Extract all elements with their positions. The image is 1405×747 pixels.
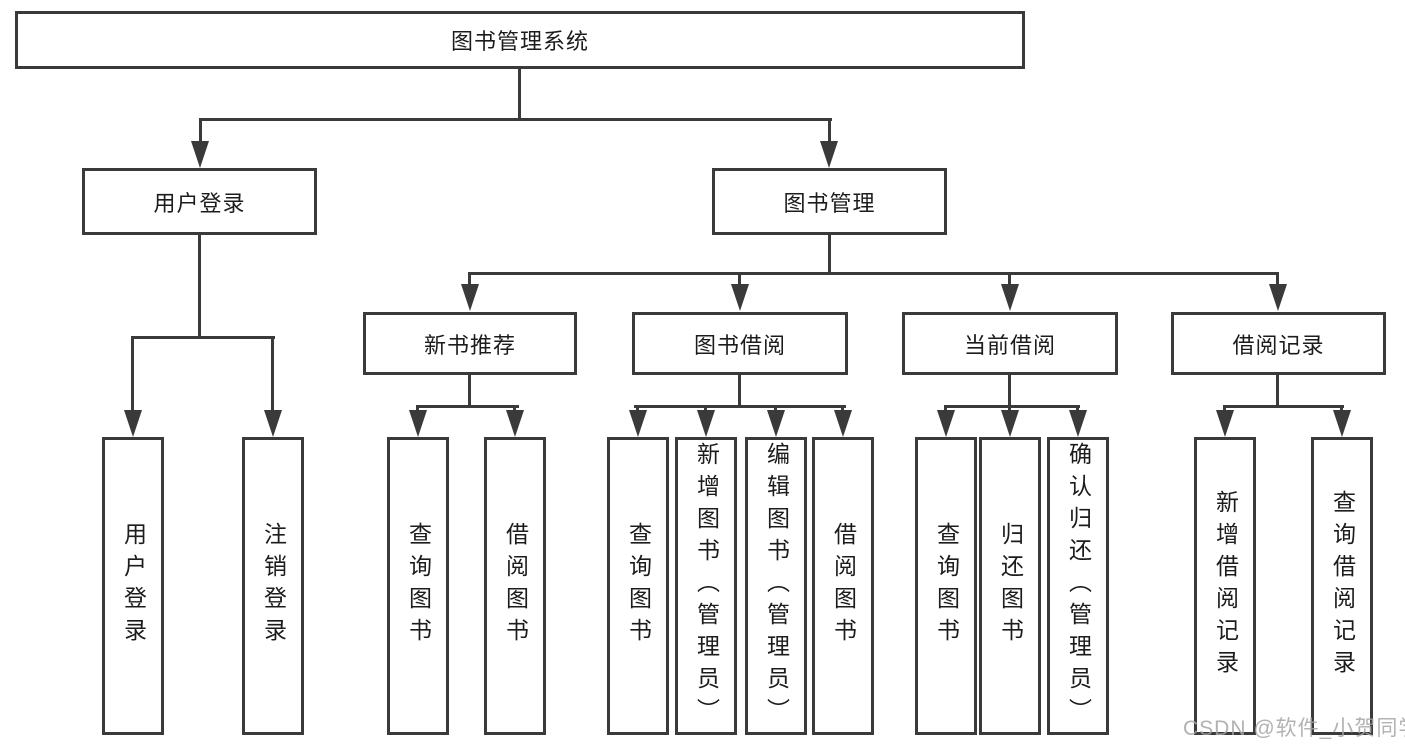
leaf-label: 新增图书（管理员） [693, 442, 720, 730]
connector-line [774, 405, 777, 413]
node-library-management-system: 图书管理系统 [15, 11, 1025, 69]
leaf-query-borrow-record: 查询借阅记录 [1311, 437, 1373, 735]
leaf-logout: 注销登录 [242, 437, 304, 735]
leaf-return-books: 归还图书 [979, 437, 1041, 735]
leaf-label: 查询图书 [405, 522, 432, 650]
connector-arrowhead [124, 410, 142, 437]
connector-line [468, 375, 471, 405]
connector-arrowhead [191, 141, 209, 168]
connector-arrowhead [767, 410, 785, 437]
node-label: 图书管理系统 [450, 29, 589, 54]
node-user-login: 用户登录 [82, 168, 317, 235]
watermark: CSDN @软件_小贺同学 [1183, 717, 1405, 740]
connector-line [828, 235, 831, 272]
connector-arrowhead [1001, 284, 1019, 311]
connector-arrowhead [731, 284, 749, 311]
leaf-confirm-return-admin: 确认归还（管理员） [1047, 437, 1109, 735]
leaf-label: 查询图书 [625, 522, 652, 650]
connector-line [738, 375, 741, 405]
connector-line [518, 69, 521, 118]
connector-line [198, 235, 201, 336]
leaf-label: 新增借阅记录 [1212, 490, 1239, 682]
connector-line [944, 405, 1080, 408]
connector-arrowhead [461, 284, 479, 311]
leaf-label: 借阅图书 [830, 522, 857, 650]
node-label: 新书推荐 [423, 332, 516, 358]
node-current-borrowing: 当前借阅 [902, 312, 1118, 375]
leaf-query-books-borrow: 查询图书 [607, 437, 669, 735]
connector-line [1223, 405, 1226, 413]
connector-arrowhead [1216, 410, 1234, 437]
connector-line [131, 336, 134, 412]
connector-line [416, 405, 519, 408]
connector-line [841, 405, 844, 413]
leaf-label: 用户登录 [120, 522, 147, 650]
node-new-book-recommendation: 新书推荐 [363, 312, 577, 375]
connector-arrowhead [1269, 284, 1287, 311]
connector-line [634, 405, 846, 408]
connector-arrowhead [1001, 410, 1019, 437]
connector-line [131, 336, 275, 339]
leaf-label: 查询图书 [933, 522, 960, 650]
connector-arrowhead [1069, 410, 1087, 437]
node-label: 图书借阅 [693, 332, 786, 358]
leaf-user-login: 用户登录 [102, 437, 164, 735]
connector-line [1223, 405, 1344, 408]
connector-line [271, 336, 274, 412]
connector-line [1008, 405, 1011, 413]
connector-line [468, 272, 471, 286]
connector-arrowhead [937, 410, 955, 437]
node-label: 借阅记录 [1232, 332, 1325, 358]
connector-line [1076, 405, 1079, 413]
connector-line [416, 405, 419, 413]
connector-line [199, 118, 202, 144]
leaf-add-book-admin: 新增图书（管理员） [675, 437, 737, 735]
connector-line [1276, 272, 1279, 286]
connector-line [738, 272, 741, 286]
connector-line [1008, 375, 1011, 405]
connector-line [1008, 272, 1011, 286]
node-label: 当前借阅 [963, 332, 1056, 358]
connector-line [944, 405, 947, 413]
connector-arrowhead [506, 410, 524, 437]
leaf-borrow-books: 借阅图书 [812, 437, 874, 735]
connector-arrowhead [834, 410, 852, 437]
leaf-label: 确认归还（管理员） [1065, 442, 1092, 730]
node-borrowing-records: 借阅记录 [1171, 312, 1386, 375]
leaf-query-books-current: 查询图书 [915, 437, 977, 735]
leaf-borrow-books-recommend: 借阅图书 [484, 437, 546, 735]
node-label: 图书管理 [783, 190, 876, 216]
connector-line [1276, 375, 1279, 405]
leaf-label: 编辑图书（管理员） [763, 442, 790, 730]
connector-line [199, 118, 832, 121]
connector-line [513, 405, 516, 413]
connector-arrowhead [409, 410, 427, 437]
node-book-borrowing: 图书借阅 [632, 312, 848, 375]
connector-arrowhead [820, 141, 838, 168]
connector-arrowhead [1333, 410, 1351, 437]
node-book-management: 图书管理 [712, 168, 947, 235]
connector-arrowhead [629, 410, 647, 437]
connector-line [468, 272, 1279, 275]
connector-line [1340, 405, 1343, 413]
connector-line [828, 118, 831, 144]
connector-arrowhead [697, 410, 715, 437]
leaf-label: 归还图书 [997, 522, 1024, 650]
leaf-label: 注销登录 [260, 522, 287, 650]
leaf-label: 借阅图书 [502, 522, 529, 650]
node-label: 用户登录 [153, 190, 246, 216]
leaf-label: 查询借阅记录 [1329, 490, 1356, 682]
leaf-edit-book-admin: 编辑图书（管理员） [745, 437, 807, 735]
connector-line [636, 405, 639, 413]
connector-arrowhead [264, 410, 282, 437]
leaf-add-borrow-record: 新增借阅记录 [1194, 437, 1256, 735]
leaf-query-books-recommend: 查询图书 [387, 437, 449, 735]
connector-line [704, 405, 707, 413]
